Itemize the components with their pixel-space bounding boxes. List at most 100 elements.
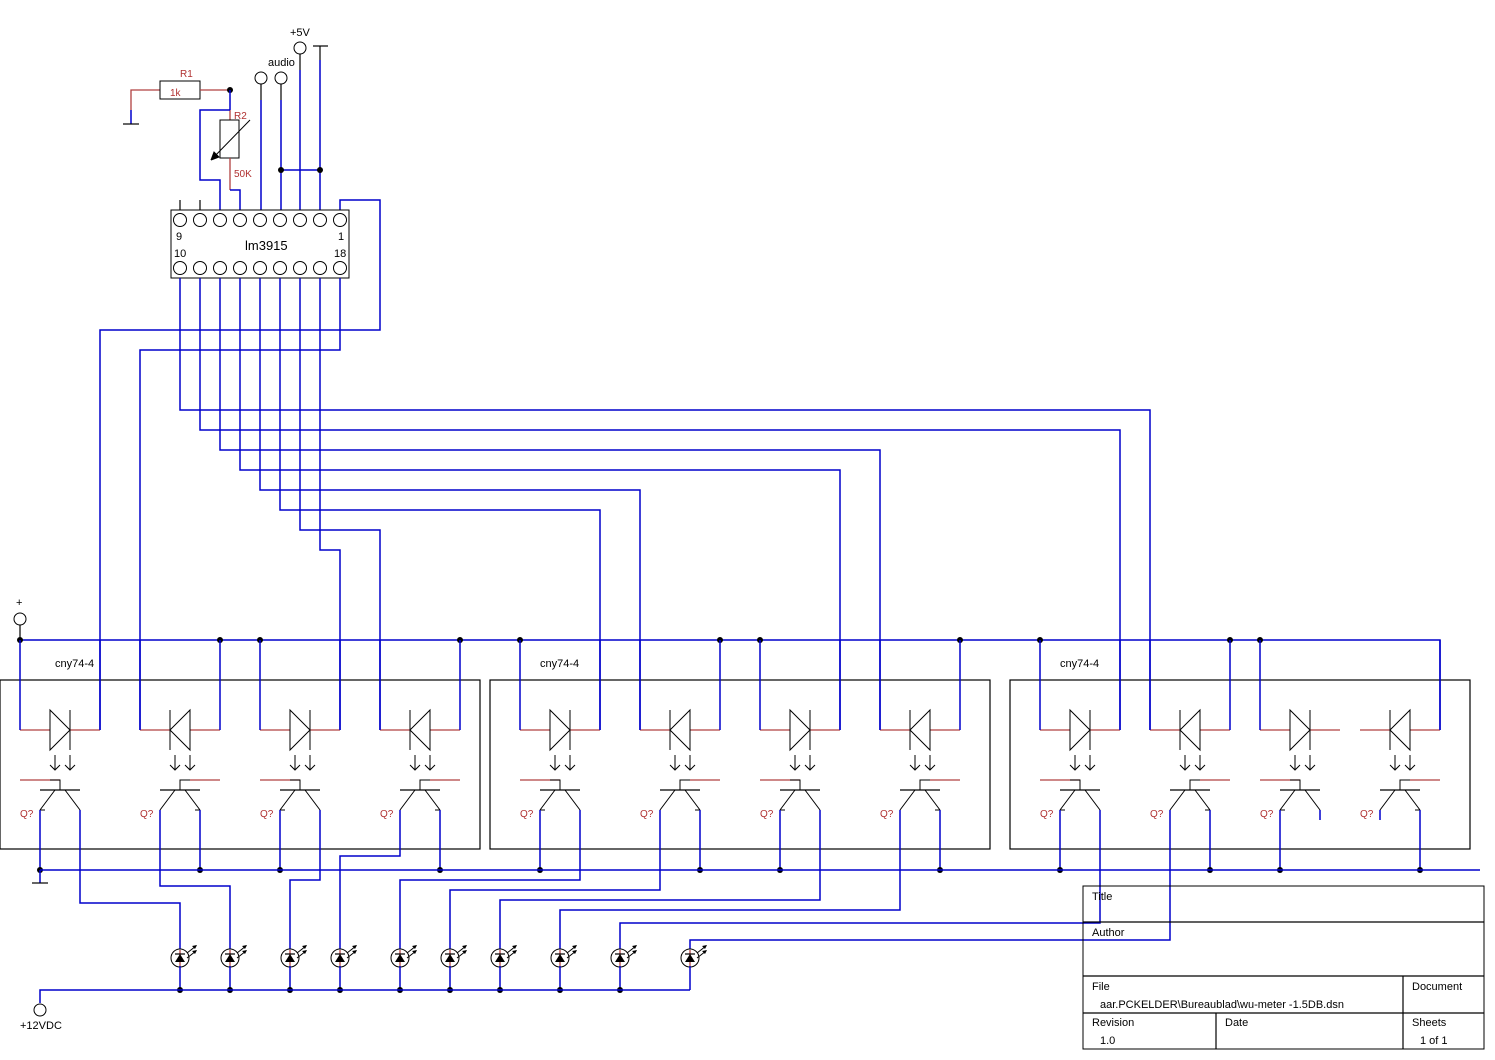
resistor-r1: R1 1k	[123, 69, 233, 125]
opto-channel: Q?	[879, 640, 961, 873]
audio-label: audio	[268, 57, 295, 69]
ic-lm3915: lm3915 9 1 10 18	[170, 209, 350, 279]
opto-channel: Q?	[1039, 640, 1121, 873]
ic-pin	[233, 213, 247, 227]
opto-channel: Q?	[19, 640, 101, 873]
plus5v-terminal: +5V	[290, 27, 311, 70]
light-arrows-icon	[409, 755, 436, 771]
r2-value: 50K	[234, 169, 252, 180]
light-arrows-icon	[549, 755, 576, 771]
phototransistor-icon	[399, 779, 460, 811]
ic-pin	[273, 261, 287, 275]
light-arrows-icon	[669, 755, 696, 771]
ground-symbol-top	[313, 45, 328, 60]
indicator-led-icon	[440, 945, 467, 993]
ic-pin	[173, 261, 187, 275]
led-diode-icon	[1179, 708, 1201, 752]
ic-pin	[333, 261, 347, 275]
opto-channel: Q?	[379, 640, 461, 873]
led-diode-icon	[289, 708, 311, 752]
transistor-ref: Q?	[1150, 809, 1164, 820]
opto-channel: Q?	[759, 640, 841, 873]
ic-pin	[233, 261, 247, 275]
indicator-led-icon	[490, 945, 517, 993]
ic-pin	[313, 261, 327, 275]
transistor-ref: Q?	[1040, 809, 1054, 820]
sheets-label: Sheets	[1412, 1017, 1447, 1029]
phototransistor-icon	[899, 779, 960, 811]
ic-input-wires	[99, 60, 381, 730]
phototransistor-icon	[520, 779, 581, 811]
led-diode-icon	[909, 708, 931, 752]
supply-rail	[20, 639, 1441, 730]
led-diode-icon	[1389, 708, 1411, 752]
ic-pin	[193, 213, 207, 227]
audio-terminals: audio	[254, 57, 295, 100]
title-block: Title Author File aar.PCKELDER\Bureaubla…	[1082, 885, 1485, 1050]
r2-ref: R2	[234, 111, 247, 122]
phototransistor-icon	[20, 779, 81, 811]
ic-pin	[313, 213, 327, 227]
transistor-ref: Q?	[880, 809, 894, 820]
opto-channel: Q?	[139, 640, 221, 873]
document-label: Document	[1412, 981, 1462, 993]
ic-output-bus	[139, 278, 1151, 730]
optocoupler-1: cny74-4Q?Q?Q?Q?	[0, 640, 481, 873]
opto-channel: Q?	[259, 640, 341, 873]
led-row	[170, 945, 707, 993]
optocoupler-label: cny74-4	[540, 658, 579, 670]
phototransistor-icon	[260, 779, 321, 811]
led-diode-icon	[669, 708, 691, 752]
ic-pin	[213, 261, 227, 275]
ic-pin	[213, 213, 227, 227]
r1-value: 1k	[170, 88, 182, 99]
light-arrows-icon	[1069, 755, 1096, 771]
led-diode-icon	[169, 708, 191, 752]
ic-pin	[173, 213, 187, 227]
transistor-ref: Q?	[760, 809, 774, 820]
light-arrows-icon	[1389, 755, 1416, 771]
transistor-ref: Q?	[380, 809, 394, 820]
ic-pins-bottom	[173, 261, 347, 275]
transistor-ref: Q?	[640, 809, 654, 820]
phototransistor-icon	[1260, 779, 1321, 811]
file-value: aar.PCKELDER\Bureaublad\wu-meter -1.5DB.…	[1100, 999, 1344, 1011]
ic-pin	[273, 213, 287, 227]
ic-pin-label-1: 1	[338, 231, 344, 243]
sheets-value: 1 of 1	[1420, 1035, 1448, 1047]
light-arrows-icon	[909, 755, 936, 771]
light-arrows-icon	[1289, 755, 1316, 771]
transistor-ref: Q?	[260, 809, 274, 820]
ic-pin	[253, 213, 267, 227]
ic-pin	[293, 261, 307, 275]
indicator-led-icon	[550, 945, 577, 993]
transistor-ref: Q?	[1260, 809, 1274, 820]
indicator-led-icon	[280, 945, 307, 993]
transistor-ref: Q?	[520, 809, 534, 820]
optocoupler-2: cny74-4Q? Q? Q? Q?	[489, 640, 991, 873]
transistor-ref: Q?	[1360, 809, 1374, 820]
date-label: Date	[1225, 1017, 1248, 1029]
indicator-led-icon	[390, 945, 417, 993]
ic-pin-label-9: 9	[176, 231, 182, 243]
light-arrows-icon	[789, 755, 816, 771]
opto-channel: Q?	[1259, 640, 1340, 873]
file-label: File	[1092, 981, 1110, 993]
plus12-label: +12VDC	[20, 1020, 62, 1032]
transistor-to-led-wires	[79, 820, 1171, 945]
indicator-led-icon	[170, 945, 197, 993]
r1-ref: R1	[180, 69, 193, 80]
author-label: Author	[1092, 927, 1125, 939]
opto-channel: Q?	[639, 640, 721, 873]
light-arrows-icon	[49, 755, 76, 771]
plus-terminal: +	[13, 597, 27, 640]
ic-pin	[293, 213, 307, 227]
led-diode-icon	[549, 708, 571, 752]
ic-pins-top	[173, 213, 347, 227]
led-diode-icon	[409, 708, 431, 752]
phototransistor-icon	[1040, 779, 1101, 811]
led-diode-icon	[49, 708, 71, 752]
led-diode-icon	[789, 708, 811, 752]
opto-channel: Q?	[1149, 640, 1231, 873]
optocoupler-blocks: cny74-4Q?Q?Q?Q?cny74-4Q?Q?Q?Q?cny74-4Q?Q…	[0, 637, 1471, 873]
